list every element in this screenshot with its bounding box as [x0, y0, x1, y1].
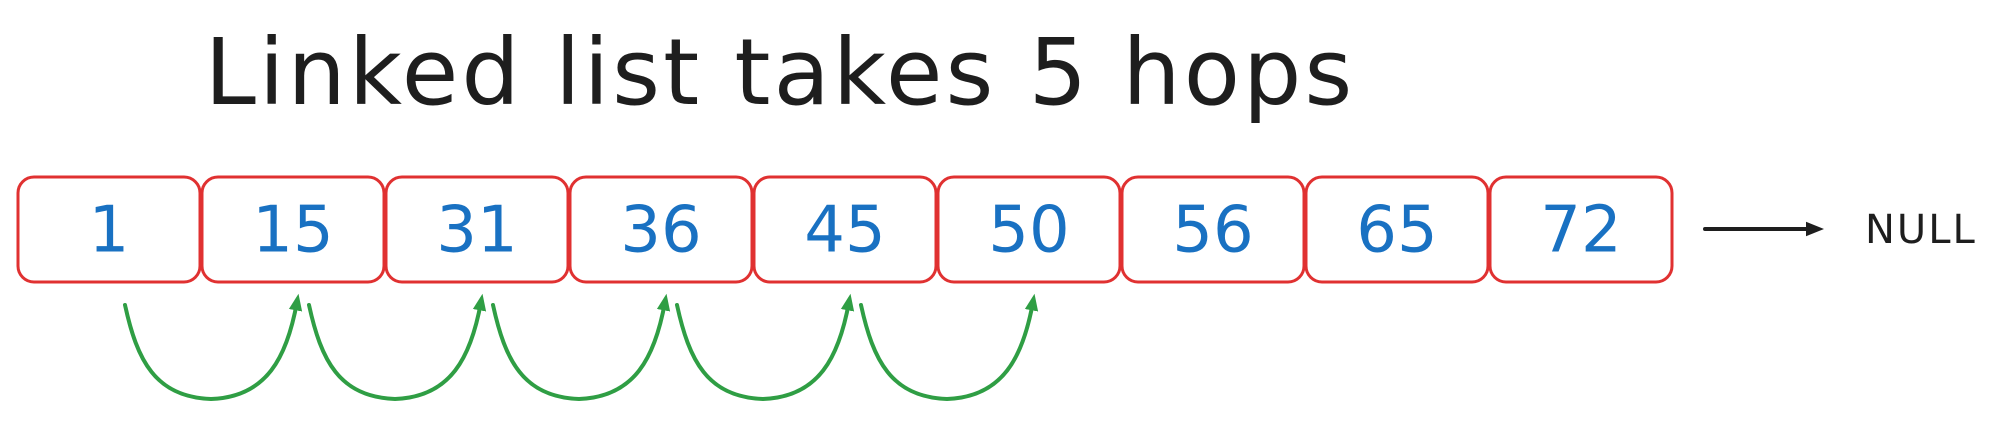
node-value: 31	[436, 194, 517, 268]
node-box	[1304, 175, 1490, 284]
node-box	[384, 175, 570, 284]
hop-arrow	[491, 293, 671, 402]
node-box	[936, 175, 1122, 284]
node-value: 1	[89, 194, 130, 268]
list-node: 36	[568, 175, 754, 284]
node-value: 36	[620, 194, 701, 268]
node-value: 56	[1172, 194, 1253, 268]
hop-arrow	[675, 293, 855, 402]
node-box	[200, 175, 386, 284]
node-value: 50	[988, 194, 1069, 268]
node-value: 45	[804, 194, 885, 268]
node-box	[568, 175, 754, 284]
list-node: 31	[384, 175, 570, 284]
node-box	[752, 175, 938, 284]
node-value: 15	[252, 194, 333, 268]
list-node: 15	[200, 175, 386, 284]
diagram-title: Linked list takes 5 hops	[204, 19, 1356, 126]
node-box	[1120, 175, 1306, 284]
node-box	[16, 175, 202, 284]
list-node: 65	[1304, 175, 1490, 284]
list-node: 72	[1488, 175, 1674, 284]
hop-arrow	[123, 293, 303, 402]
node-box	[1488, 175, 1674, 284]
list-node: 1	[16, 175, 202, 284]
node-value: 65	[1356, 194, 1437, 268]
list-node: 50	[936, 175, 1122, 284]
null-label: NULL	[1865, 207, 1977, 253]
hop-arrow	[307, 293, 487, 402]
list-node: 45	[752, 175, 938, 284]
node-value: 72	[1540, 194, 1621, 268]
hop-arrow	[859, 293, 1039, 402]
list-node: 56	[1120, 175, 1306, 284]
